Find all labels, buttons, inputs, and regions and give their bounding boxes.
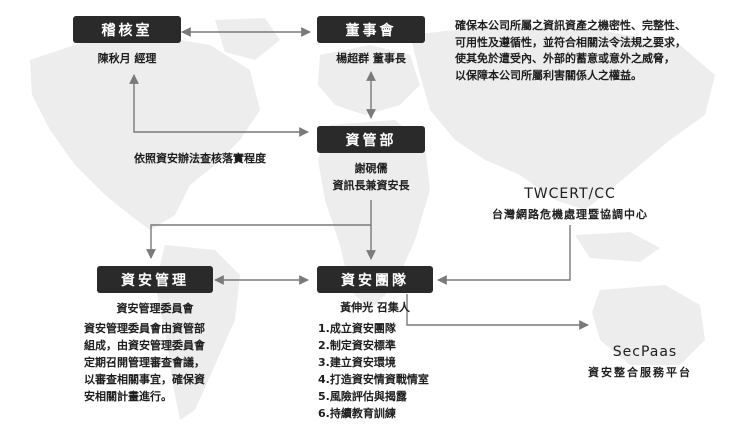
security-team-task-list: 1.成立資安團隊 2.制定資安標準 3.建立資安環境 4.打造資安情資戰情室 5…: [318, 320, 429, 422]
audit-office-label: 稽核室: [101, 22, 153, 39]
secpaas-name: SecPaas: [612, 344, 678, 360]
security-committee-title: 資安管理委員會: [116, 302, 194, 315]
arrow-twcert-secteam: [437, 225, 571, 285]
asia-shape: [410, 25, 715, 210]
mission-line: 使其免於遭受內、外部的蓄意或意外之威脅，: [455, 52, 675, 65]
security-management-label: 資安管理: [121, 272, 189, 289]
security-management-desc-line: 以審查相關事宜，確保資: [84, 373, 205, 386]
security-team-convener: 黃伸光 召集人: [340, 301, 410, 314]
arrow-secteam-secpaas: [406, 294, 589, 330]
board-label: 董事會: [345, 22, 397, 39]
security-management-desc-line: 定期召開管理審查會議，: [84, 356, 205, 369]
twcert-full-name: 台灣網路危機處理暨協調中心: [492, 208, 648, 221]
audit-note: 依照資安辦法查核落實程度: [134, 152, 266, 165]
africa-shape: [318, 120, 430, 310]
security-team-task: 5.風險評估與揭露: [318, 390, 407, 403]
it-dept-info: 謝硯儒 資訊長兼資安長: [317, 160, 425, 194]
board-box: 董事會: [317, 16, 425, 43]
mission-statement: 確保本公司所屬之資訊資產之機密性、完整性、 可用性及遵循性，並符合相關法令法規之…: [455, 18, 686, 84]
it-dept-person: 謝硯儒: [354, 162, 388, 175]
secpaas-full-name: 資安整合服務平台: [588, 366, 692, 379]
security-team-box: 資安團隊: [317, 266, 433, 293]
australia-shape: [592, 285, 705, 365]
security-team-task: 3.建立資安環境: [318, 356, 396, 369]
security-team-task: 2.制定資安標準: [318, 339, 396, 352]
audit-office-box: 稽核室: [73, 16, 181, 43]
indonesia-shape: [575, 232, 660, 262]
mission-line: 確保本公司所屬之資訊資產之機密性、完整性、: [455, 19, 686, 32]
security-team-task: 4.打造資安情資戰情室: [318, 373, 429, 386]
security-management-desc-line: 資安管理委員會由資管部: [84, 322, 205, 335]
security-team-task: 1.成立資安團隊: [318, 322, 396, 335]
security-management-desc-line: 安相關計畫進行。: [84, 390, 172, 403]
it-dept-title: 資訊長兼資安長: [332, 179, 410, 192]
mission-line: 可用性及遵循性，並符合相關法令法規之要求，: [455, 35, 686, 49]
audit-office-person: 陳秋月 經理: [97, 52, 157, 65]
board-person: 楊超群 董事長: [336, 52, 406, 65]
security-management-description: 資安管理委員會由資管部 組成，由資安管理委員會 定期召開管理審查會議， 以審查相…: [84, 320, 205, 405]
security-management-desc-line: 組成，由資安管理委員會: [84, 339, 205, 352]
twcert-name: TWCERT/CC: [524, 186, 616, 202]
security-management-box: 資安管理: [97, 266, 213, 293]
mission-line: 以保障本公司所屬利害關係人之權益。: [455, 68, 642, 82]
security-team-task: 6.持續教育訓練: [318, 407, 396, 420]
security-team-label: 資安團隊: [341, 272, 409, 289]
it-dept-label: 資管部: [345, 132, 397, 149]
it-dept-box: 資管部: [317, 126, 425, 153]
arrow-itdept-secmgmt: [146, 200, 372, 259]
arrow-audit-itdept: [129, 74, 309, 137]
